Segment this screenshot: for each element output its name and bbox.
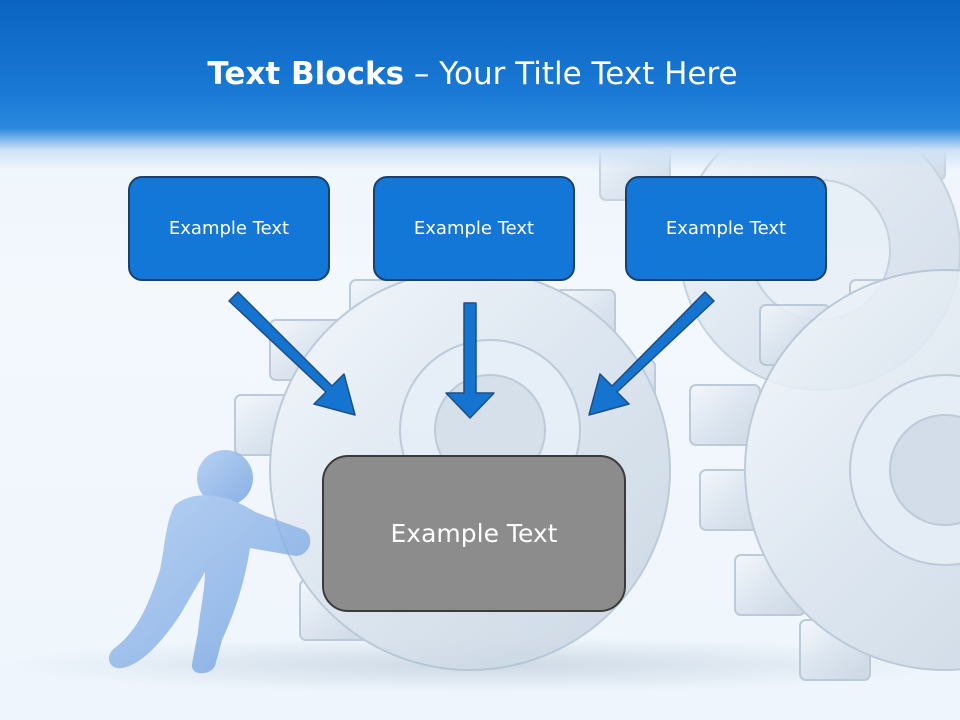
text-block-2[interactable]: Example Text: [373, 176, 575, 281]
text-block-3[interactable]: Example Text: [625, 176, 827, 281]
slide-title: Text Blocks – Your Title Text Here: [0, 52, 945, 96]
text-block-3-label: Example Text: [665, 218, 787, 239]
arrow-down-icon: [445, 302, 495, 419]
text-block-1-label: Example Text: [168, 218, 290, 239]
gear-icon: [689, 269, 960, 681]
arrow-down-right-icon: [228, 291, 356, 416]
figure-pushing-icon: [108, 450, 311, 674]
text-block-2-label: Example Text: [413, 218, 535, 239]
center-text-block[interactable]: Example Text: [322, 455, 626, 612]
title-rest: Your Title Text Here: [439, 56, 738, 92]
text-block-1[interactable]: Example Text: [128, 176, 330, 281]
title-dash: –: [404, 56, 440, 92]
title-bar: [0, 0, 960, 170]
title-bold: Text Blocks: [207, 56, 405, 92]
arrow-down-left-icon: [588, 291, 715, 416]
center-text-block-label: Example Text: [390, 519, 558, 548]
